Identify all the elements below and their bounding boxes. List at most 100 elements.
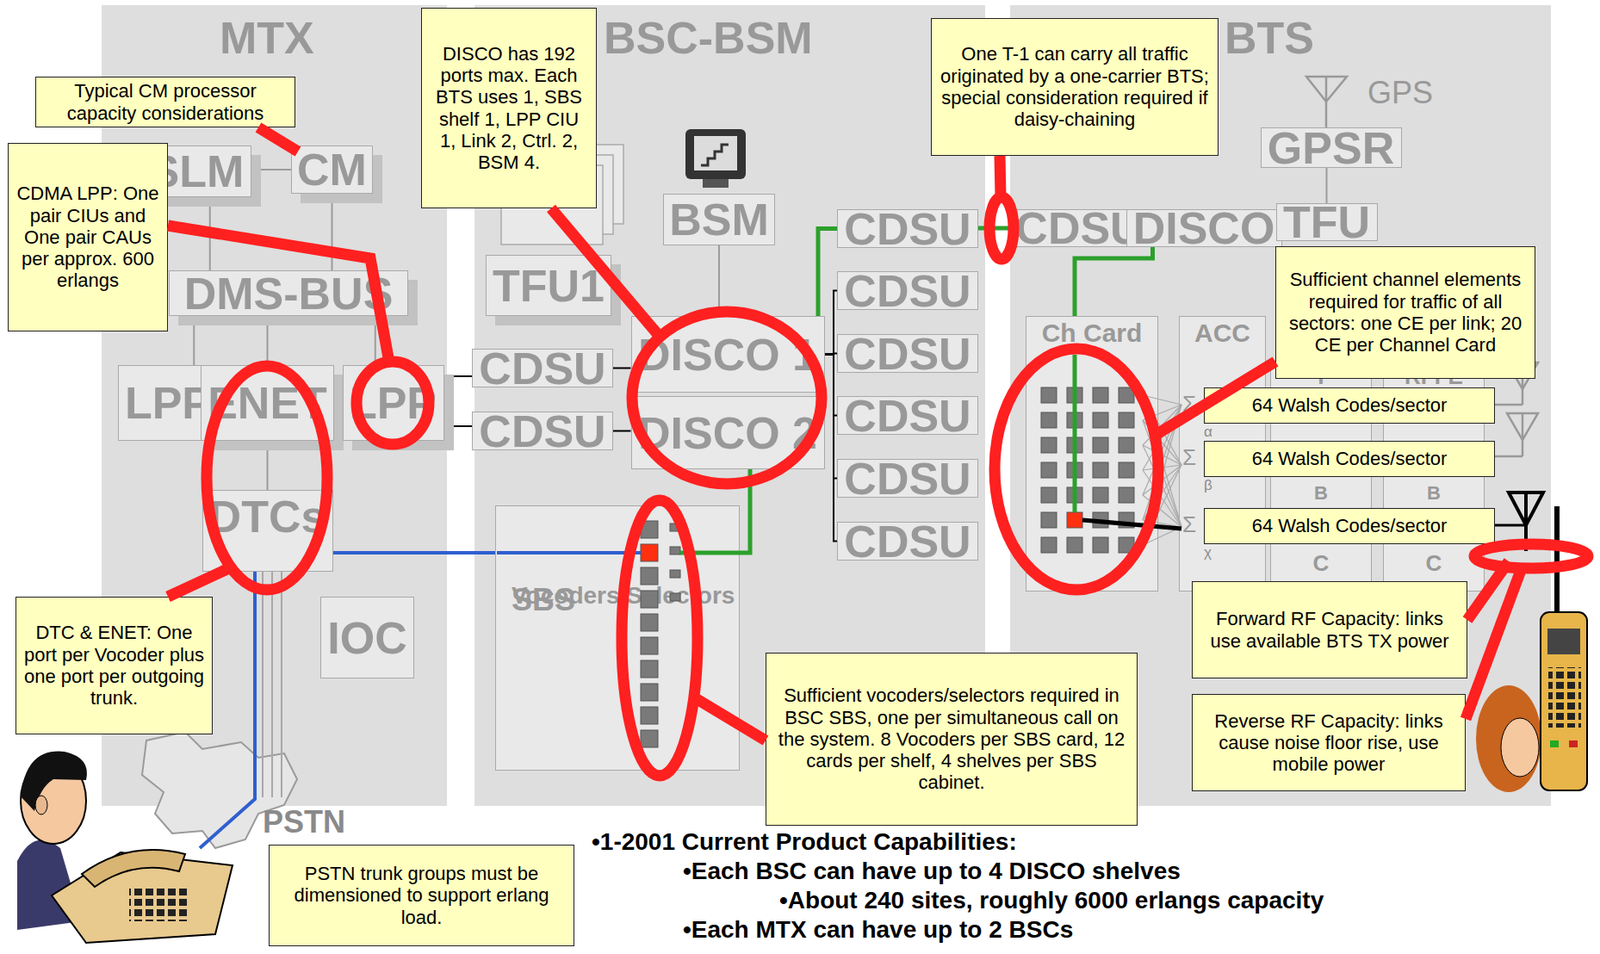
box-label: GPSR [1267, 125, 1395, 171]
box-label: CDSU [843, 268, 971, 314]
channel-element [1118, 412, 1135, 428]
equipment-box: CM [291, 145, 373, 194]
equipment-box: LPP [342, 365, 445, 441]
mesh-line [1142, 445, 1182, 528]
callout-note: Sufficient channel elements required for… [1275, 246, 1536, 379]
channel-element [1066, 537, 1083, 553]
connector [824, 291, 838, 355]
channel-element [1118, 487, 1135, 503]
callout-note: 64 Walsh Codes/sector [1203, 440, 1495, 478]
connector [613, 430, 632, 433]
box-label: ENET [207, 380, 328, 426]
box-label: CM [297, 147, 367, 193]
callout-note: CDMA LPP: One pair CIUs and One pair CAU… [7, 142, 168, 332]
vocoder [640, 637, 658, 655]
equipment-box: Ch Card [1025, 316, 1159, 592]
connector [331, 193, 334, 271]
channel-element [1041, 537, 1057, 553]
highlight-ring [206, 197, 1588, 776]
equipment-box: SBSVocoders Selectors [495, 505, 740, 771]
leader-line [551, 208, 661, 338]
equipment-box: DMS-BUS [168, 270, 409, 317]
bts-antenna [1521, 413, 1525, 457]
box-label: LPP [124, 380, 212, 426]
equipment-box: CDSU [837, 521, 979, 561]
channel-element [1092, 512, 1109, 528]
mesh-line [1142, 420, 1182, 466]
highlight-ring [989, 197, 1014, 260]
leader-line [167, 225, 390, 363]
vocoder-card [640, 520, 681, 748]
part-label: α [1203, 424, 1213, 440]
gps-antenna [1325, 76, 1328, 128]
note-text: Forward RF Capacity: links use available… [1199, 607, 1460, 652]
channel-element [1066, 437, 1083, 453]
vocoder [640, 706, 658, 725]
caller-figure [17, 751, 233, 943]
channel-element [1066, 487, 1083, 503]
equipment-box: IOC [320, 596, 415, 679]
note-text: PSTN trunk groups must be dimensioned to… [276, 862, 567, 929]
equipment-box: ENET [200, 365, 335, 441]
highlight-ring [1474, 544, 1588, 569]
highlight-ring [356, 361, 429, 445]
bsm-monitor [700, 144, 729, 166]
mesh-line [1142, 465, 1182, 471]
mobile-user [1475, 506, 1588, 793]
region-title: MTX [219, 15, 315, 61]
region-title: BSC-BSM [603, 15, 813, 61]
mesh-line [1142, 470, 1182, 528]
part-label: GPS [1367, 77, 1433, 109]
trunk-lines [261, 571, 264, 798]
channel-element [1118, 387, 1135, 404]
equipment-box: GPSR [1260, 127, 1402, 168]
connector [209, 197, 211, 271]
equipment-box: CDSU [837, 271, 979, 311]
mobile-user [1548, 667, 1582, 728]
part-label: PSTN [262, 806, 346, 838]
part-label: β [1203, 477, 1213, 493]
vocoder [640, 520, 658, 539]
vocoder [640, 730, 658, 748]
box-label: CDSU [843, 519, 971, 565]
callout-note: Sufficient vocoders/selectors required i… [765, 652, 1138, 826]
equipment-box: DISCO [1126, 209, 1283, 248]
highlight-ring [206, 365, 328, 590]
box-label: BSM [669, 197, 769, 242]
box-label: TFU1 [492, 263, 605, 309]
box-label: CDSU [1015, 205, 1142, 251]
mesh-line [1142, 404, 1182, 471]
channel-element [1066, 387, 1083, 404]
equipment-box: TFU1 [485, 254, 612, 317]
leader-line [1467, 561, 1509, 621]
channel-element [1041, 462, 1057, 478]
tx-antenna [1524, 492, 1528, 552]
trunk-lines [262, 571, 282, 798]
channel-element [1041, 387, 1057, 404]
ce-link [1072, 354, 1078, 513]
equipment-box: DTCs [202, 489, 334, 572]
note-line: •Each MTX can have up to 2 BSCs [682, 917, 1073, 943]
channel-element [1092, 537, 1109, 553]
mobile-user [1568, 740, 1578, 748]
box-label: LPP [349, 380, 437, 426]
box-label: DTCs [209, 494, 327, 540]
active-vocoder [640, 544, 658, 562]
mesh-line [1142, 395, 1182, 466]
equipment-box: TFU [1276, 203, 1378, 242]
box-label: DISCO 1 [638, 332, 818, 378]
callout-note: Typical CM processor capacity considerat… [35, 76, 296, 128]
vocoder [640, 590, 658, 608]
box-label: CDSU [843, 331, 971, 377]
note-text: 64 Walsh Codes/sector [1252, 514, 1448, 537]
selector-link [680, 551, 740, 556]
equipment-box: CDSU [837, 396, 979, 435]
box-label: C [1383, 551, 1484, 575]
callout-note: DISCO has 192 ports max. Each BTS uses 1… [421, 7, 597, 209]
caller-figure [129, 886, 190, 922]
channel-element [1118, 512, 1135, 528]
sector-link [1082, 520, 1182, 529]
leader-line [167, 127, 1523, 741]
mesh-line [1142, 465, 1182, 496]
mobile-user [1500, 718, 1539, 777]
